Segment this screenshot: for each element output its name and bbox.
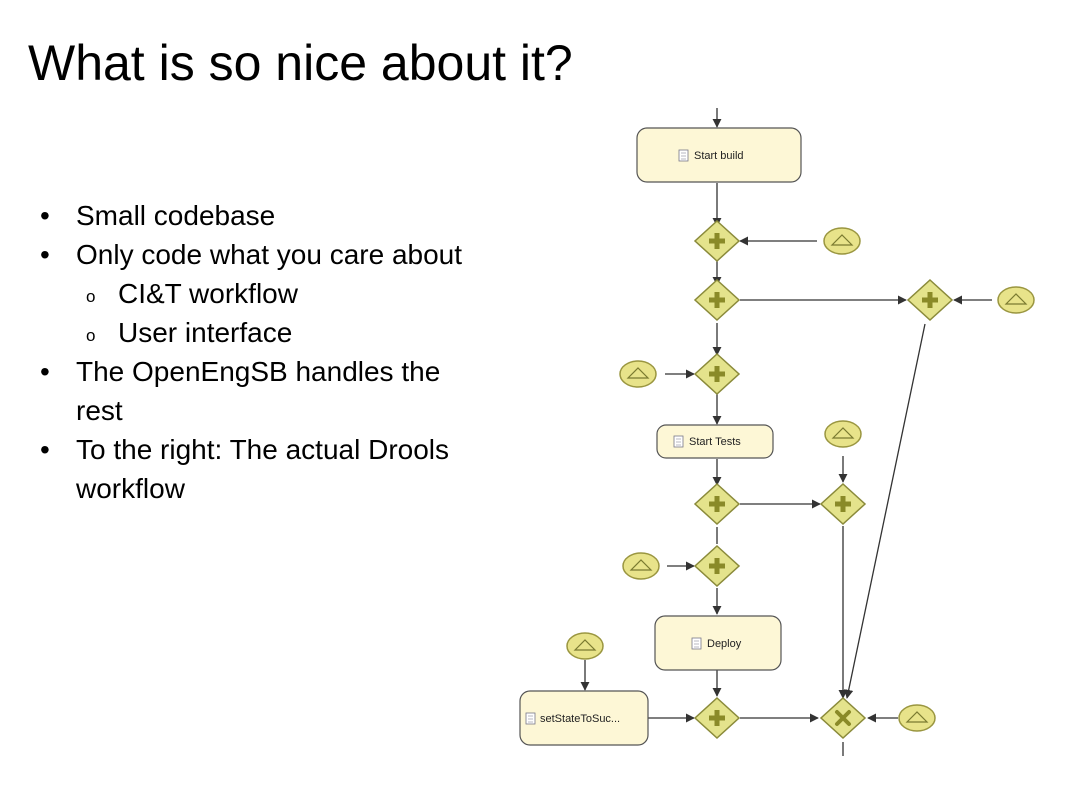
sub-bullet-text: CI&T workflow [118, 278, 298, 309]
slide-title: What is so nice about it? [28, 35, 573, 91]
task-label: Start Tests [689, 436, 741, 448]
task-label: setStateToSuc... [540, 713, 620, 725]
gateway-plus-icon [693, 219, 741, 263]
gateway-plus-icon [819, 482, 867, 526]
bullet-list: • Small codebase • Only code what you ca… [40, 196, 490, 508]
gateway-plus-icon [693, 482, 741, 526]
bullet-text: To the right: The actual Drools workflow [76, 434, 450, 504]
bullet-text: The OpenEngSB handles the rest [76, 356, 441, 426]
gateway-plus-icon [693, 696, 741, 740]
signal-event-icon [824, 420, 862, 448]
sub-bullet-text: User interface [118, 317, 293, 348]
signal-event-icon [622, 552, 660, 580]
gateway-plus-icon [693, 544, 741, 588]
connector [844, 323, 926, 699]
task-label: Start build [694, 150, 744, 162]
gateway-plus-icon [906, 278, 954, 322]
signal-event-icon [898, 704, 936, 732]
bullet-dot-icon: • [40, 356, 50, 387]
signal-event-icon [619, 360, 657, 388]
signal-event-icon [823, 227, 861, 255]
bullet-item: • To the right: The actual Drools workfl… [40, 430, 490, 508]
task-start-tests: Start Tests [656, 424, 774, 459]
document-icon [525, 712, 536, 725]
gateway-plus-icon [693, 278, 741, 322]
document-icon [678, 149, 689, 162]
signal-event-icon [997, 286, 1035, 314]
sub-bullet-marker-icon: o [86, 326, 96, 345]
sub-bullet-item: o CI&T workflow [40, 274, 490, 313]
task-set-state: setStateToSuc... [519, 690, 649, 746]
signal-event-icon [566, 632, 604, 660]
bullet-text: Only code what you care about [76, 239, 463, 270]
bullet-dot-icon: • [40, 239, 50, 270]
task-deploy: Deploy [654, 615, 782, 671]
bullet-item: • Small codebase [40, 196, 490, 235]
task-start-build: Start build [636, 127, 802, 183]
task-label: Deploy [707, 638, 742, 650]
gateway-plus-icon [693, 352, 741, 396]
bullet-dot-icon: • [40, 200, 50, 231]
bullet-text: Small codebase [76, 200, 276, 231]
gateway-x-icon [819, 696, 867, 740]
document-icon [673, 435, 684, 448]
document-icon [691, 637, 702, 650]
bullet-item: • The OpenEngSB handles the rest [40, 352, 490, 430]
sub-bullet-item: o User interface [40, 313, 490, 352]
bullet-dot-icon: • [40, 434, 50, 465]
sub-bullet-marker-icon: o [86, 287, 96, 306]
connector-lines [580, 108, 992, 756]
bullet-item: • Only code what you care about [40, 235, 490, 274]
